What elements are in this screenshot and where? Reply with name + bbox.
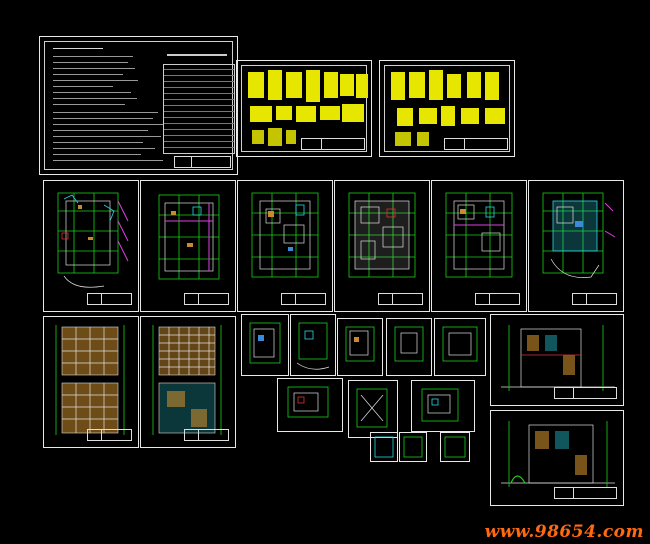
sheet-door-window-schedule-1 — [236, 60, 372, 157]
title-block — [474, 293, 520, 305]
title-block — [183, 293, 229, 305]
sheet-door-window-schedule-2 — [379, 60, 515, 157]
sheet-elevation-1 — [43, 316, 139, 448]
sheet-elevation-2 — [140, 316, 236, 448]
detail-sheet — [370, 432, 398, 462]
title-block — [173, 156, 231, 168]
title-block — [183, 429, 229, 441]
sheet-plan-4 — [334, 180, 430, 312]
detail-sheet — [434, 318, 486, 376]
detail-sheet — [348, 380, 398, 438]
floor-plan-drawing — [251, 192, 319, 278]
sheet-plan-1 — [43, 180, 139, 312]
detail-sheet — [277, 378, 343, 432]
sheet-plan-6 — [528, 180, 624, 312]
sheet-plan-2 — [140, 180, 236, 312]
title-block — [301, 138, 365, 150]
detail-sheet — [241, 314, 289, 376]
sheet-plan-3 — [237, 180, 333, 312]
floor-plan-drawing — [158, 194, 220, 280]
floor-plan-drawing — [445, 192, 513, 278]
sheet-section-1 — [490, 314, 624, 406]
watermark-text: www.98654.com — [484, 522, 644, 542]
floor-plan-drawing — [542, 192, 616, 278]
notes-table — [163, 64, 235, 154]
section-drawing — [501, 325, 615, 391]
title-block — [554, 487, 617, 499]
title-block — [86, 429, 132, 441]
title-block — [377, 293, 423, 305]
title-block — [280, 293, 326, 305]
sheet-design-notes — [39, 36, 238, 175]
detail-sheet — [399, 432, 427, 462]
title-block — [86, 293, 132, 305]
detail-sheet — [411, 380, 475, 432]
elevation-drawing — [152, 325, 222, 435]
detail-sheet — [290, 314, 336, 376]
detail-sheet — [386, 318, 432, 376]
sheet-plan-5 — [431, 180, 527, 312]
title-block — [571, 293, 617, 305]
floor-plan-drawing — [57, 192, 129, 288]
detail-sheet — [440, 432, 470, 462]
title-block — [444, 138, 508, 150]
elevation-drawing — [55, 325, 125, 435]
section-drawing — [501, 421, 615, 487]
title-block — [554, 387, 617, 399]
sheet-section-2 — [490, 410, 624, 506]
detail-sheet — [337, 318, 383, 376]
floor-plan-drawing — [348, 192, 416, 278]
